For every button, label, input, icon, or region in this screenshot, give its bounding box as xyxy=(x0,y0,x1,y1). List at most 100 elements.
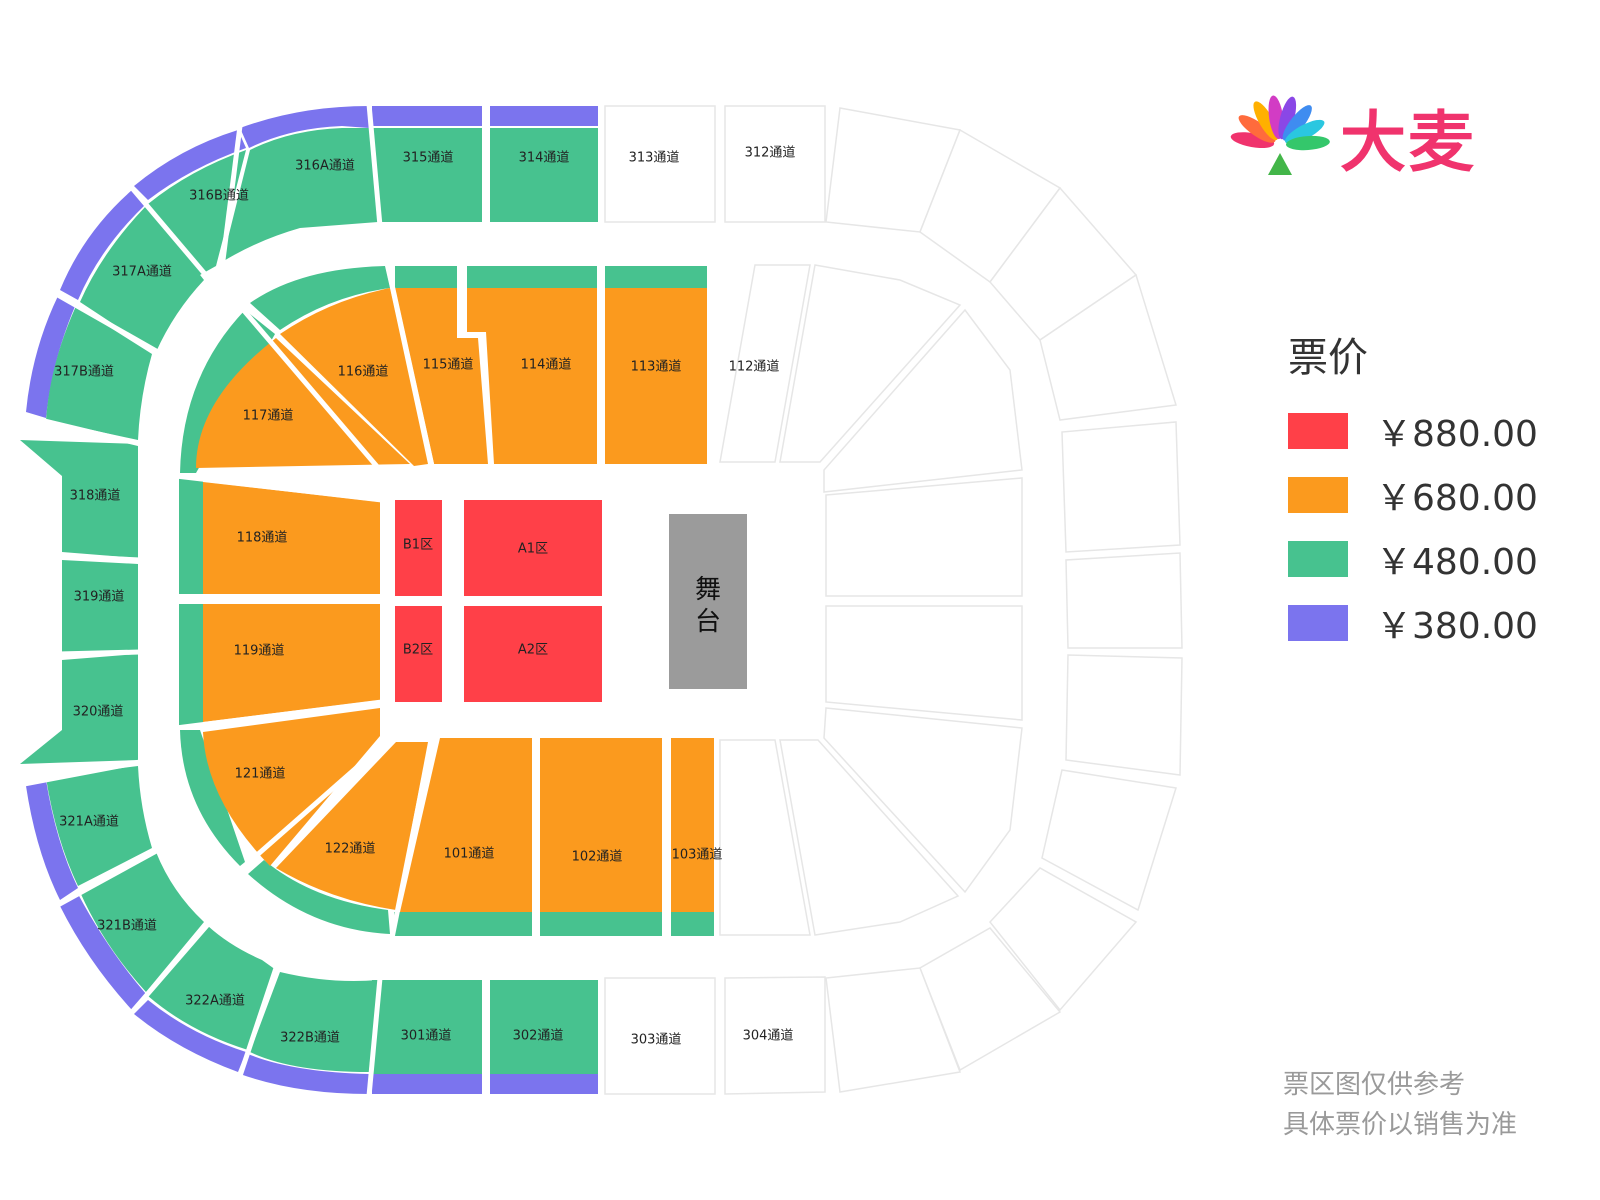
section-314[interactable] xyxy=(490,128,598,222)
section-label: 316B通道 xyxy=(189,189,249,204)
legend-price: ￥680.00 xyxy=(1376,478,1538,519)
zone-label-B1: B1区 xyxy=(403,538,433,553)
section-319[interactable] xyxy=(62,560,138,652)
section-label: 118通道 xyxy=(237,531,288,546)
section-label: 115通道 xyxy=(423,358,474,373)
legend-item[interactable]: ￥380.00 xyxy=(1288,591,1568,655)
section-114[interactable] xyxy=(467,288,597,464)
section-label: 103通道 xyxy=(672,848,723,863)
section-label: 317A通道 xyxy=(112,265,172,280)
section-302[interactable] xyxy=(490,980,598,1074)
section-label: 102通道 xyxy=(572,850,623,865)
section-label: 101通道 xyxy=(444,847,495,862)
section-315[interactable] xyxy=(372,128,482,222)
section-label: 302通道 xyxy=(513,1029,564,1044)
section-320[interactable] xyxy=(20,654,138,764)
section-label: 319通道 xyxy=(74,590,125,605)
section-label: 117通道 xyxy=(243,409,294,424)
unpriced-outer-ring xyxy=(604,105,1183,1095)
section-122[interactable] xyxy=(276,742,428,910)
stage-label-line2: 台 xyxy=(695,607,721,637)
section-101[interactable] xyxy=(400,738,532,912)
section-321B[interactable] xyxy=(80,852,204,992)
section-label: 316A通道 xyxy=(295,159,355,174)
section-label: 122通道 xyxy=(325,842,376,857)
section-label: 318通道 xyxy=(70,489,121,504)
section-116[interactable] xyxy=(280,288,428,466)
purple-band xyxy=(26,106,598,1094)
section-labels: 316A通道 315通道 314通道 313通道 312通道 316B通道 31… xyxy=(54,146,795,1048)
legend-swatch-red xyxy=(1288,413,1348,449)
outer-ring-dividers xyxy=(23,103,383,1097)
section-label: 114通道 xyxy=(521,358,572,373)
zone-B1[interactable] xyxy=(395,500,442,596)
orange-sections xyxy=(196,288,714,912)
section-label: 121通道 xyxy=(235,767,286,782)
section-label: 313通道 xyxy=(629,151,680,166)
section-label: 112通道 xyxy=(729,360,780,375)
legend-item[interactable]: ￥480.00 xyxy=(1288,527,1568,591)
section-label: 312通道 xyxy=(745,146,796,161)
zone-label-A1: A1区 xyxy=(518,542,548,557)
section-label: 322B通道 xyxy=(280,1031,340,1046)
section-label: 321A通道 xyxy=(59,815,119,830)
section-label: 322A通道 xyxy=(185,994,245,1009)
brand-logo: 大麦 xyxy=(1230,85,1530,195)
legend-price: ￥380.00 xyxy=(1376,606,1538,647)
section-301[interactable] xyxy=(372,980,482,1074)
zone-A2[interactable] xyxy=(464,606,602,702)
section-label: 119通道 xyxy=(234,644,285,659)
section-321A[interactable] xyxy=(46,766,152,886)
section-119[interactable] xyxy=(203,604,380,722)
section-label: 113通道 xyxy=(631,360,682,375)
unpriced-inner-right xyxy=(719,264,1023,936)
section-label: 116通道 xyxy=(338,365,389,380)
stage xyxy=(669,514,747,689)
section-322B[interactable] xyxy=(250,972,378,1072)
damai-flower-logo-icon xyxy=(1230,95,1330,175)
zone-B2[interactable] xyxy=(395,606,442,702)
section-label: 320通道 xyxy=(73,705,124,720)
zone-A1[interactable] xyxy=(464,500,602,596)
zone-label-A2: A2区 xyxy=(518,643,548,658)
zone-labels: B1区 A1区 B2区 A2区 舞 台 xyxy=(403,538,721,658)
section-121[interactable] xyxy=(203,708,380,866)
section-117[interactable] xyxy=(196,338,410,468)
legend-item[interactable]: ￥880.00 xyxy=(1288,399,1568,463)
section-322A[interactable] xyxy=(148,926,276,1050)
green-outer-ring xyxy=(20,128,598,1074)
section-label: 321B通道 xyxy=(97,919,157,934)
legend-swatch-orange xyxy=(1288,477,1348,513)
section-317B[interactable] xyxy=(46,306,152,440)
legend-price: ￥480.00 xyxy=(1376,542,1538,583)
brand-name: 大麦 xyxy=(1340,104,1476,181)
legend-item[interactable]: ￥680.00 xyxy=(1288,463,1568,527)
section-label: 315通道 xyxy=(403,151,454,166)
legend-swatch-purple xyxy=(1288,605,1348,641)
section-103[interactable] xyxy=(671,738,714,912)
section-317A[interactable] xyxy=(80,206,204,352)
legend-title: 票价 xyxy=(1288,335,1368,381)
section-115[interactable] xyxy=(395,288,488,464)
section-113[interactable] xyxy=(605,288,707,464)
section-316A[interactable] xyxy=(222,128,378,262)
disclaimer-note: 票区图仅供参考 具体票价以销售为准 xyxy=(1283,1065,1517,1145)
disclaimer-line1: 票区图仅供参考 xyxy=(1283,1070,1466,1100)
section-318[interactable] xyxy=(20,440,138,558)
section-label: 304通道 xyxy=(743,1029,794,1044)
stage-label-line1: 舞 xyxy=(695,575,721,605)
section-102[interactable] xyxy=(540,738,662,912)
section-label: 314通道 xyxy=(519,151,570,166)
price-legend: 票价 ￥880.00 ￥680.00 ￥480.00 ￥380.00 xyxy=(1288,325,1568,655)
zone-label-B2: B2区 xyxy=(403,643,433,658)
section-118[interactable] xyxy=(203,482,380,594)
section-label: 303通道 xyxy=(631,1033,682,1048)
section-label: 317B通道 xyxy=(54,365,114,380)
inner-dividers xyxy=(175,261,435,939)
legend-price: ￥880.00 xyxy=(1376,414,1538,455)
disclaimer-line2: 具体票价以销售为准 xyxy=(1283,1110,1518,1140)
section-label: 301通道 xyxy=(401,1029,452,1044)
floor-zones xyxy=(395,500,602,702)
